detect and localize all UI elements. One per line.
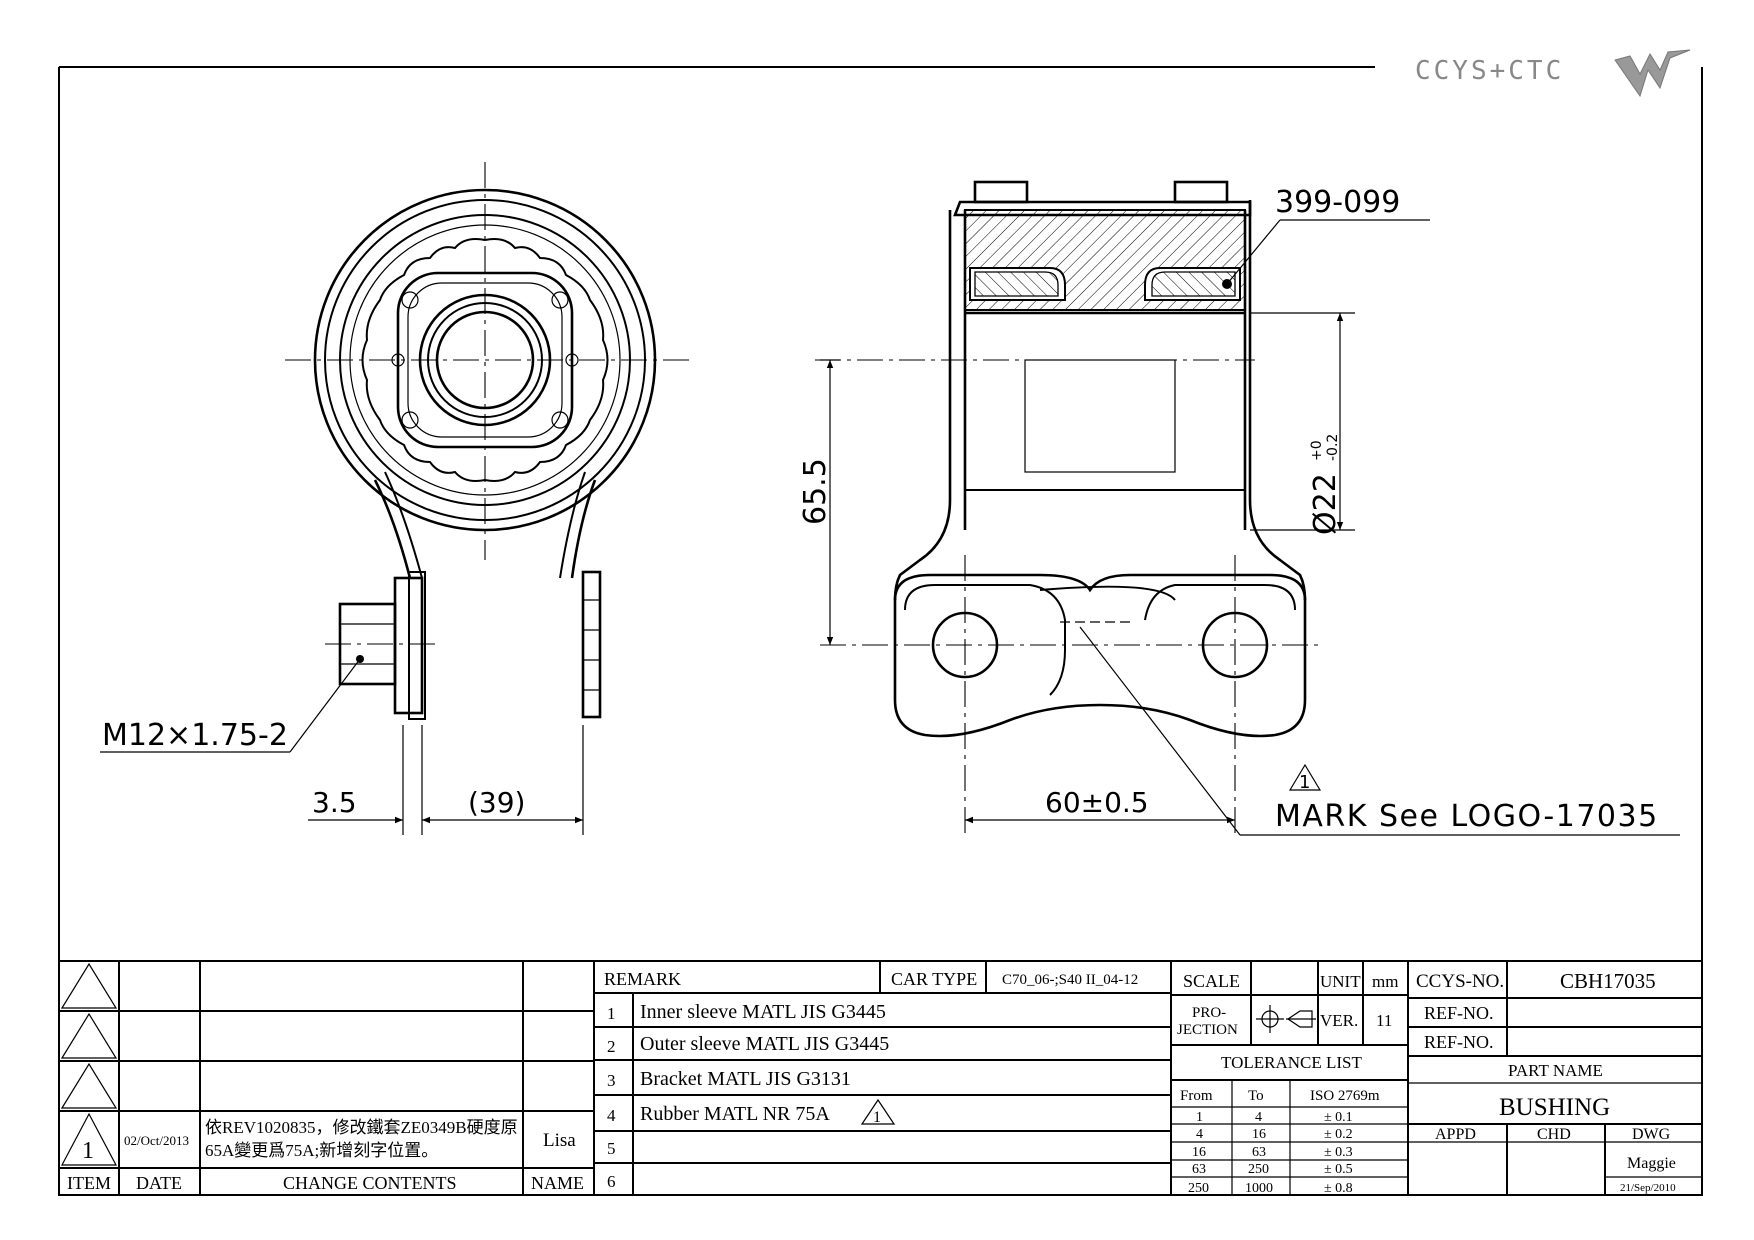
rev-triangle-icon: [60, 962, 118, 1009]
tol-to: 16: [1252, 1127, 1266, 1142]
part-name-value: BUSHING: [1499, 1094, 1610, 1121]
rubber-rev-marker: 1: [873, 1109, 881, 1126]
title-block: SCALE UNIT mm PRO- JECTION VER. 11 TOLER…: [1170, 960, 1703, 1196]
drawing-frame: [58, 66, 1703, 1196]
dim-diameter-tol-upper: +0: [1309, 440, 1325, 461]
remark-no: 3: [607, 1071, 616, 1090]
tol-to: 1000: [1245, 1181, 1273, 1196]
tol-value: ± 0.8: [1324, 1181, 1353, 1196]
tolerance-title: TOLERANCE LIST: [1221, 1053, 1362, 1072]
car-type-value: C70_06-;S40 II_04-12: [1002, 972, 1138, 988]
tol-header-to: To: [1248, 1088, 1264, 1104]
dwg-date: 21/Sep/2010: [1620, 1182, 1676, 1194]
tol-header-from: From: [1180, 1088, 1213, 1104]
ref-no-label-1: REF-NO.: [1424, 1003, 1494, 1023]
remark-text: Rubber MATL NR 75A: [640, 1103, 830, 1125]
tol-value: ± 0.3: [1324, 1145, 1353, 1160]
right-view: 65.5 Ø22 +0 -0.2 60±0.5 399-099 1 MARK S…: [798, 180, 1680, 836]
ver-value: 11: [1376, 1011, 1392, 1030]
tol-to: 4: [1255, 1110, 1262, 1125]
tol-value: ± 0.2: [1324, 1127, 1353, 1142]
tol-from: 250: [1188, 1181, 1209, 1196]
logo-emblem-icon: [1614, 49, 1691, 98]
revision-triangle-icon: [1288, 763, 1322, 791]
rev-change-line1: 依REV1020835，修改鐵套ZE0349B硬度原: [205, 1118, 518, 1137]
dwg-name: Maggie: [1627, 1155, 1676, 1172]
tol-to: 63: [1252, 1145, 1266, 1160]
part-callout: 399-099: [1275, 185, 1400, 220]
rev-name: Lisa: [543, 1130, 576, 1151]
dim-39: (39): [468, 786, 525, 819]
unit-label: UNIT: [1320, 972, 1361, 991]
remark-no: 5: [607, 1139, 616, 1158]
rubber-revision-triangle-icon: [860, 1098, 896, 1125]
remark-no: 4: [607, 1106, 616, 1125]
rev-triangle-icon: [61, 1112, 117, 1166]
dim-3-5: 3.5: [312, 786, 357, 819]
remark-no: 1: [607, 1004, 616, 1023]
revision-table: 1 02/Oct/2013 依REV1020835，修改鐵套ZE0349B硬度原…: [58, 960, 595, 1196]
ccys-no-label: CCYS-NO.: [1416, 971, 1504, 992]
tol-from: 4: [1196, 1127, 1203, 1142]
remark-text: Inner sleeve MATL JIS G3445: [640, 1001, 886, 1023]
ref-no-label-2: REF-NO.: [1424, 1032, 1494, 1052]
dim-diameter: Ø22: [1308, 473, 1343, 535]
remark-text: Bracket MATL JIS G3131: [640, 1068, 851, 1090]
tol-value: ± 0.1: [1324, 1110, 1353, 1125]
remark-no: 2: [607, 1037, 616, 1056]
header-name: NAME: [531, 1173, 584, 1193]
tol-from: 63: [1192, 1162, 1206, 1177]
remark-no: 6: [607, 1172, 616, 1191]
chd-label: CHD: [1537, 1126, 1571, 1143]
tol-from: 16: [1192, 1145, 1206, 1160]
revision-marker: 1: [1299, 772, 1310, 793]
tol-to: 250: [1248, 1162, 1269, 1177]
ccys-no-value: CBH17035: [1560, 969, 1656, 993]
header-change-contents: CHANGE CONTENTS: [283, 1173, 457, 1193]
thread-callout: M12×1.75-2: [102, 718, 288, 753]
scale-label: SCALE: [1183, 971, 1240, 991]
remark-table: REMARK CAR TYPE C70_06-;S40 II_04-12 1 I…: [593, 960, 1172, 1196]
projection-symbol-icon: [1256, 1005, 1316, 1033]
rev-triangle-icon: [60, 1012, 118, 1059]
part-name-label: PART NAME: [1508, 1061, 1603, 1080]
mark-note: MARK See LOGO-17035: [1275, 799, 1659, 834]
left-view: M12×1.75-2 3.5 (39): [100, 162, 690, 835]
tol-from: 1: [1196, 1110, 1203, 1125]
unit-value: mm: [1372, 972, 1398, 991]
projection-label: PRO-: [1192, 1005, 1226, 1021]
rev-item: 1: [82, 1138, 94, 1164]
car-type-label: CAR TYPE: [891, 969, 977, 989]
tol-header-iso: ISO 2769m: [1310, 1088, 1380, 1104]
header-item: ITEM: [67, 1173, 111, 1193]
remark-label: REMARK: [604, 969, 681, 989]
rev-triangle-icon: [60, 1062, 118, 1109]
header-date: DATE: [136, 1173, 182, 1193]
tol-value: ± 0.5: [1324, 1162, 1353, 1177]
rev-date: 02/Oct/2013: [124, 1133, 189, 1148]
dim-60: 60±0.5: [1045, 786, 1149, 819]
dwg-label: DWG: [1632, 1126, 1671, 1143]
rev-change-line2: 65A變更爲75A;新增刻字位置。: [205, 1141, 438, 1160]
projection-label-2: JECTION: [1177, 1022, 1238, 1038]
dim-65-5: 65.5: [798, 458, 833, 525]
logo-text: CCYS+CTC: [1415, 56, 1564, 86]
company-logo: CCYS+CTC: [1415, 49, 1691, 98]
dim-diameter-tol-lower: -0.2: [1325, 434, 1341, 461]
ver-label: VER.: [1320, 1011, 1358, 1030]
remark-text: Outer sleeve MATL JIS G3445: [640, 1033, 889, 1055]
appd-label: APPD: [1435, 1126, 1476, 1143]
